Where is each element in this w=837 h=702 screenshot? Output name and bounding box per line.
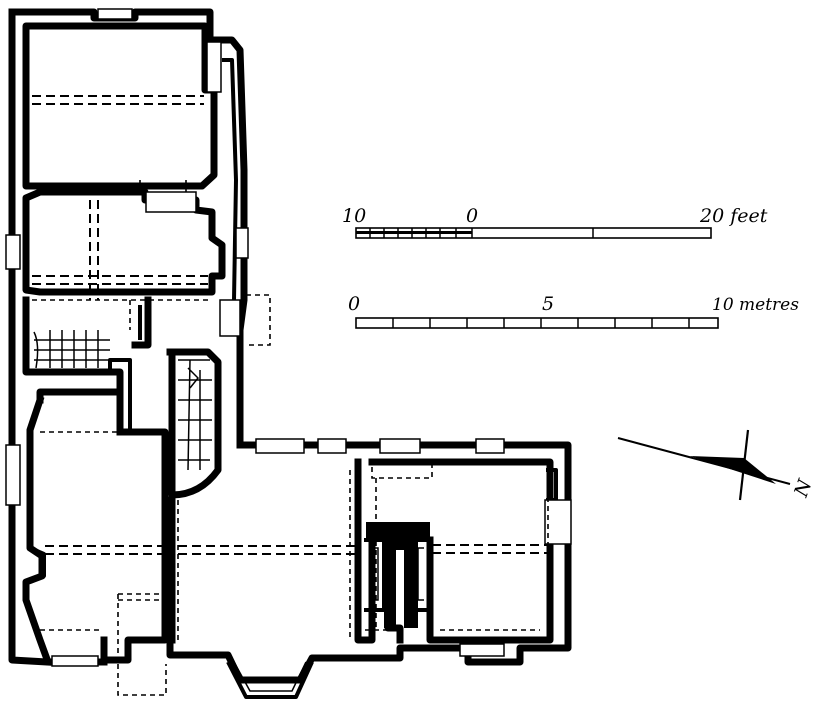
scale-bar-metres: 0 5 10 metres xyxy=(348,293,799,329)
scale-feet-label-0: 0 xyxy=(466,205,478,227)
scale-metres-label-0: 0 xyxy=(348,293,360,315)
north-wing-walls xyxy=(8,8,248,666)
north-arrow: N xyxy=(617,429,817,501)
scale-metres-label-10: 10 metres xyxy=(712,295,799,315)
bay-window xyxy=(226,661,314,699)
scale-bar-feet: 10 0 20 feet xyxy=(342,205,768,239)
east-wing-walls xyxy=(166,441,572,684)
stair-treads xyxy=(33,330,110,369)
north-label: N xyxy=(790,475,817,500)
scale-feet-label-10: 10 xyxy=(342,205,366,227)
ceiling-beams xyxy=(32,95,548,555)
scale-metres-label-5: 5 xyxy=(542,293,554,315)
scale-feet-label-20: 20 feet xyxy=(699,205,768,227)
curved-stair xyxy=(166,348,222,499)
windows xyxy=(5,8,572,667)
dashed-features xyxy=(32,180,549,696)
fireplaces xyxy=(29,538,430,612)
